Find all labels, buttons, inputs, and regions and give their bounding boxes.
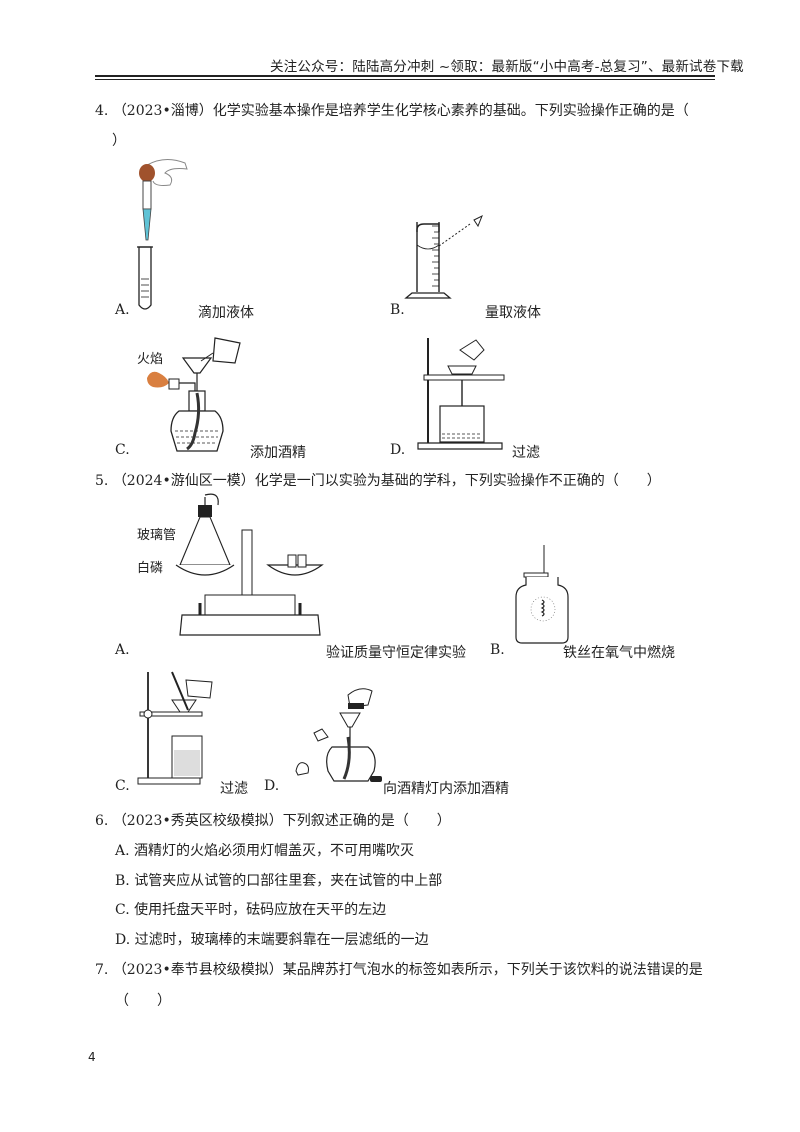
option-caption: 添加酒精	[250, 445, 306, 461]
option-letter: B.	[490, 642, 505, 658]
alcohol-lamp-figure-2	[295, 688, 376, 782]
option-letter: D.	[264, 778, 280, 794]
option-b: B. 试管夹应从试管的口部往里套，夹在试管的中上部	[115, 870, 442, 890]
option-text: 试管夹应从试管的口部往里套，夹在试管的中上部	[134, 873, 443, 889]
option-a: A. 酒精灯的火焰必须用灯帽盖灭，不可用嘴吹灭	[115, 840, 414, 860]
option-d: D. 过滤时，玻璃棒的末端要斜靠在一层滤纸的一边	[115, 929, 429, 949]
question-6: 6. （2023•秀英区校级模拟）下列叙述正确的是（ ）	[95, 810, 451, 830]
question-stem: （2023•奉节县校级模拟）某品牌苏打气泡水的标签如表所示，下列关于该饮料的说法…	[112, 962, 703, 978]
option-letter: B.	[115, 873, 130, 889]
option-text: 过滤时，玻璃棒的末端要斜靠在一层滤纸的一边	[134, 932, 429, 948]
option-c: C. 使用托盘天平时，砝码应放在天平的左边	[115, 899, 386, 919]
option-caption: 过滤	[220, 781, 248, 797]
header-rule-thin	[95, 79, 715, 80]
question-4: 4. （2023•淄博）化学实验基本操作是培养学生化学核心素养的基础。下列实验操…	[95, 100, 689, 120]
option-letter: A.	[115, 302, 130, 318]
question-number: 7.	[95, 962, 109, 978]
iron-wire-jar-figure	[515, 545, 569, 644]
option-text: 使用托盘天平时，砝码应放在天平的左边	[134, 902, 387, 918]
question-number: 5.	[95, 473, 109, 489]
option-letter: A.	[115, 843, 130, 859]
option-letter: D.	[390, 442, 406, 458]
option-caption: 量取液体	[485, 305, 541, 321]
question-stem: （2024•游仙区一模）化学是一门以实验为基础的学科，下列实验操作不正确的（ ）	[112, 473, 661, 489]
option-caption: 铁丝在氧气中燃烧	[563, 645, 675, 661]
figure-label-white-phosphorus: 白磷	[137, 561, 164, 576]
question-7: 7. （2023•奉节县校级模拟）某品牌苏打气泡水的标签如表所示，下列关于该饮料…	[95, 959, 703, 979]
question-5: 5. （2024•游仙区一模）化学是一门以实验为基础的学科，下列实验操作不正确的…	[95, 470, 661, 490]
option-text: 酒精灯的火焰必须用灯帽盖灭，不可用嘴吹灭	[134, 843, 415, 859]
lamp-cap-icon	[370, 776, 382, 782]
option-letter: D.	[115, 932, 131, 948]
question-stem-cont: （ ）	[115, 993, 171, 1009]
option-letter: C.	[115, 442, 130, 458]
dropper-figure	[137, 159, 188, 310]
question-number: 4.	[95, 103, 109, 119]
graduated-cylinder-figure	[404, 222, 471, 299]
page-header: 关注公众号：陆陆高分冲刺 ~领取：最新版“小中高考-总复习”、最新试卷下载	[270, 59, 744, 75]
option-letter: C.	[115, 902, 130, 918]
question-number: 6.	[95, 813, 109, 829]
question-stem: （2023•淄博）化学实验基本操作是培养学生化学核心素养的基础。下列实验操作正确…	[112, 103, 689, 119]
option-caption: 向酒精灯内添加酒精	[383, 781, 509, 797]
option-letter: A.	[115, 642, 130, 658]
option-letter: C.	[115, 778, 130, 794]
question-stem-cont: ）	[112, 133, 126, 149]
question-stem: （2023•秀英区校级模拟）下列叙述正确的是（ ）	[112, 813, 451, 829]
option-caption: 滴加液体	[198, 305, 254, 321]
filtration-figure-2	[137, 671, 213, 785]
alcohol-lamp-figure	[147, 337, 241, 452]
figure-label-glass-tube: 玻璃管	[137, 528, 177, 543]
balance-figure	[175, 493, 324, 636]
option-caption: 过滤	[512, 445, 540, 461]
cylinder-top	[416, 214, 483, 232]
figure-label-flame: 火焰	[137, 352, 164, 367]
filtration-figure	[417, 338, 505, 450]
option-letter: B.	[390, 302, 405, 318]
header-rule	[95, 75, 715, 77]
option-caption: 验证质量守恒定律实验	[326, 645, 466, 661]
page-number: 4	[88, 1050, 96, 1064]
